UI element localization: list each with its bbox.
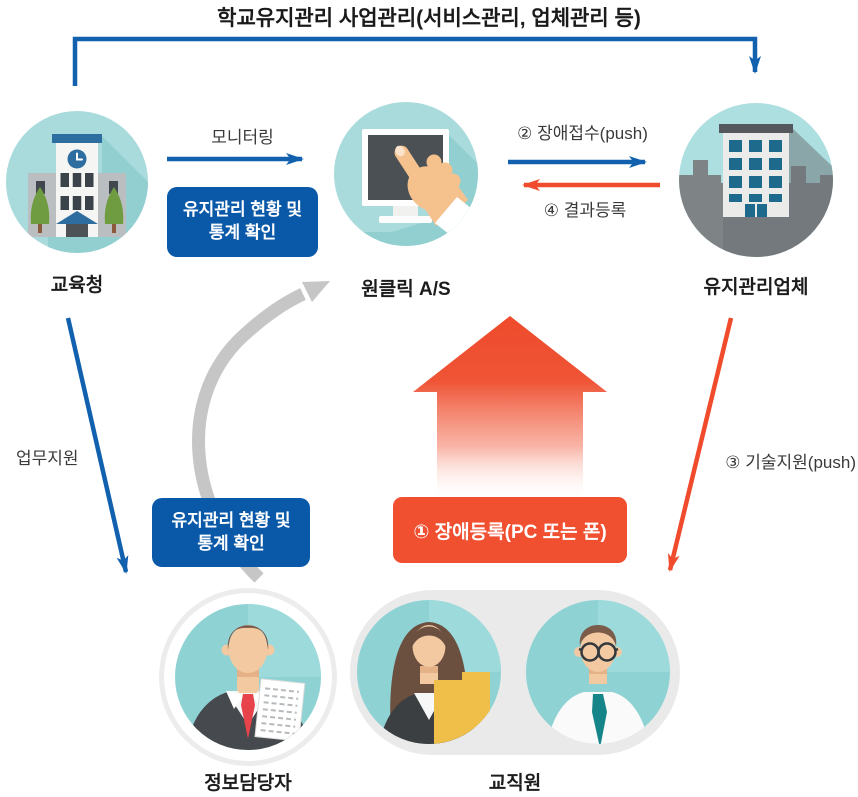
work-support-arrow [65,317,129,574]
man-glasses-icon [526,600,670,744]
status-check-box-mid-line2: 통계 확인 [197,533,265,553]
info-manager-label: 정보담당자 [204,773,292,794]
status-check-box-top: 유지관리 현황 및 통계 확인 [167,187,318,257]
tech-support-arrow [667,317,734,572]
tech-support-label: ③ 기술지원(push) [725,453,856,472]
faculty-avatars-group [350,590,680,755]
monitor-touch-icon [334,102,478,246]
top-loop-arrow [72,36,761,86]
monitoring-label: 모니터링 [211,128,274,147]
fault-receipt-label: ② 장애접수(push) [517,124,648,143]
result-register-label: ④ 결과등록 [543,201,627,220]
status-check-box-top-line2: 통계 확인 [208,223,277,242]
status-check-box-mid: 유지관리 현황 및 통계 확인 [152,498,310,567]
diagram-title: 학교유지관리 사업관리(서비스관리, 업체관리 등) [217,7,641,30]
faculty-label: 교직원 [488,773,542,794]
oneclick-as-label: 원클릭 A/S [361,279,451,300]
status-check-box-top-line1: 유지관리 현황 및 [183,200,302,220]
fault-register-box: ① 장애등록(PC 또는 폰) [393,497,627,563]
status-check-box-mid-line1: 유지관리 현황 및 [171,510,291,530]
fault-register-up-arrow [413,316,607,500]
status-report-curve-arrowhead [302,281,330,302]
school-building-icon [6,111,148,253]
work-support-label: 업무지원 [16,449,79,468]
office-building-icon [679,103,833,257]
woman-folder-icon [357,600,501,744]
maintenance-company-label: 유지관리업체 [703,277,809,298]
education-office-label: 교육청 [50,275,104,296]
suit-person-document-icon [158,587,338,767]
